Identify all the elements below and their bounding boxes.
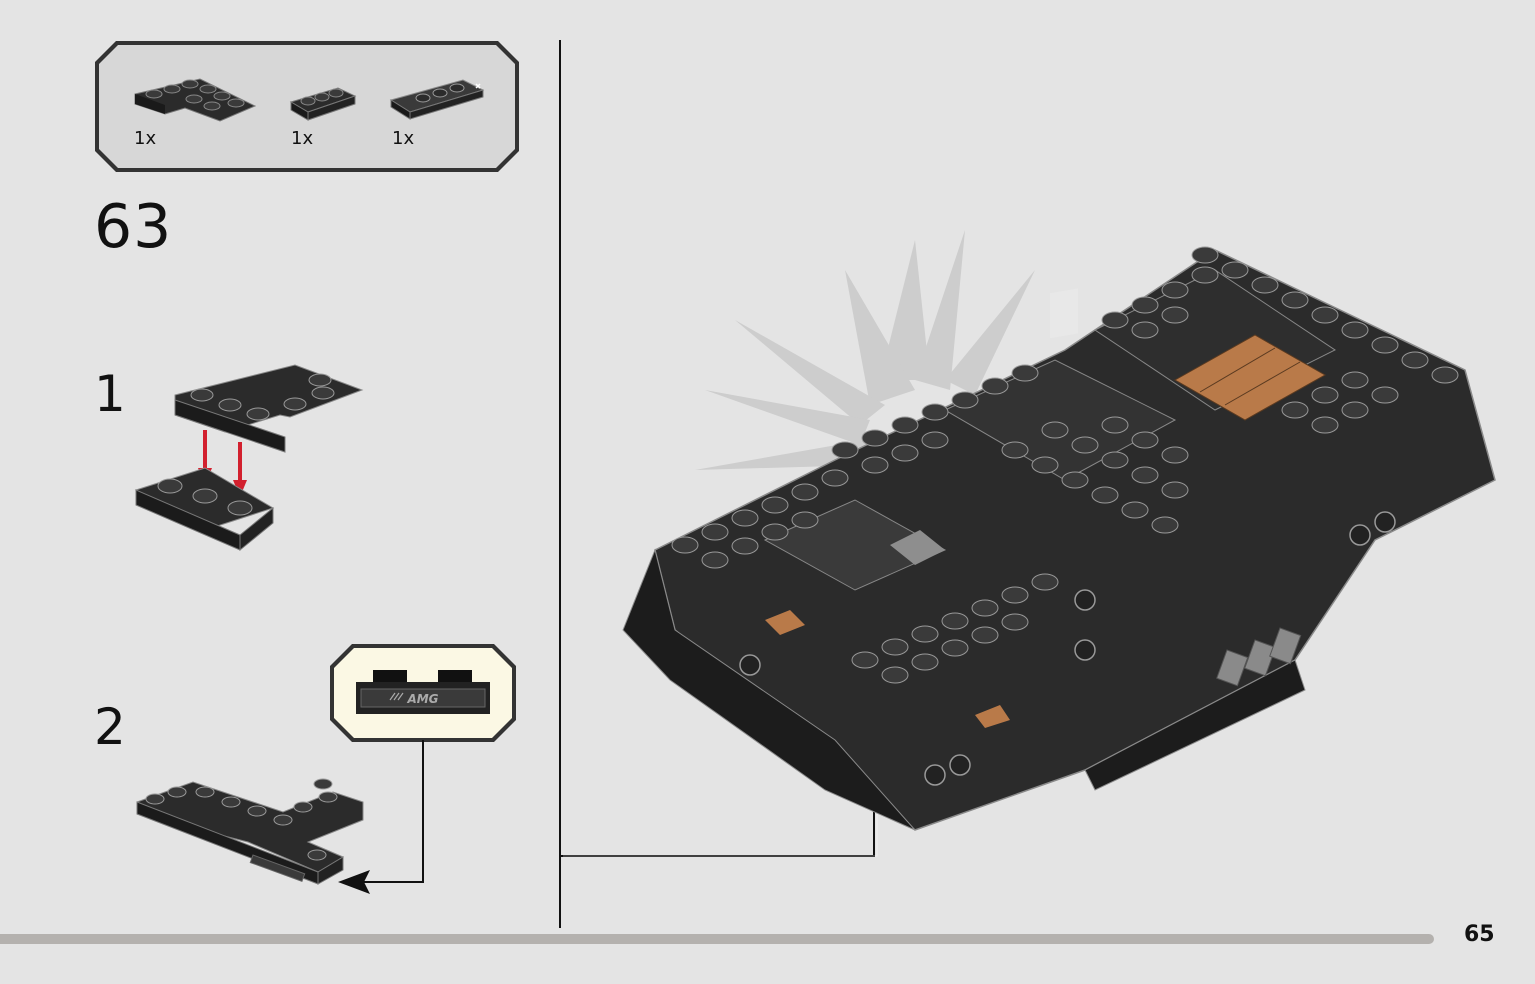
part-quantity: 1x xyxy=(392,128,415,149)
l-plate-icon xyxy=(134,78,257,122)
amg-print-label: AMG xyxy=(406,692,438,706)
column-divider xyxy=(559,40,561,928)
page-number: 65 xyxy=(1464,922,1495,947)
part-quantity: 1x xyxy=(291,128,314,149)
step-number: 63 xyxy=(94,192,173,262)
part-quantity: 1x xyxy=(134,128,157,149)
plate-1x3-icon xyxy=(289,87,357,121)
printed-tile-1x4-icon xyxy=(389,79,485,120)
main-model-illustration xyxy=(622,230,1496,831)
substep-1-illustration xyxy=(134,364,364,552)
footer-bar xyxy=(0,934,1434,944)
print-callout-box: AMG xyxy=(330,644,516,742)
substep-number: 1 xyxy=(94,365,126,423)
studs xyxy=(671,246,1459,684)
substep-number: 2 xyxy=(94,698,126,756)
substep-2-illustration xyxy=(136,778,364,885)
callout-connector-arrow xyxy=(338,740,424,894)
